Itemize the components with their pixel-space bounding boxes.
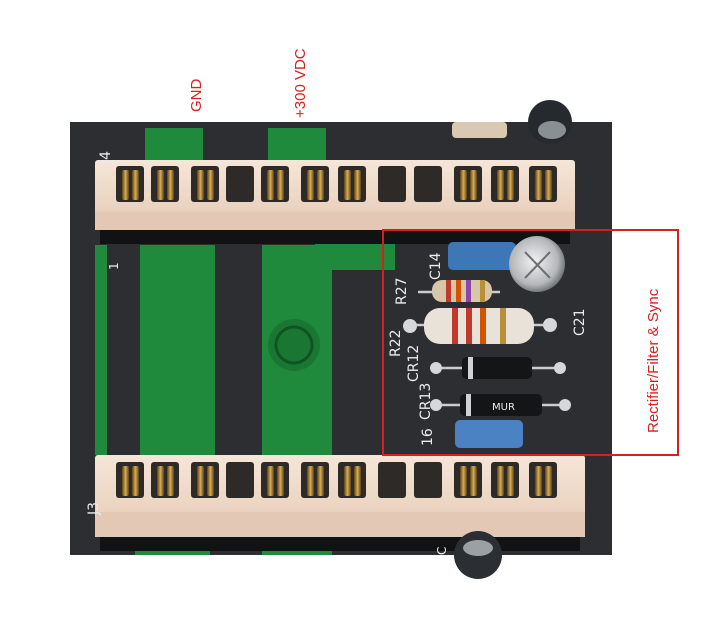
- j3-slot: [226, 462, 254, 498]
- j4-slot: [226, 166, 254, 202]
- j4-pin: [307, 170, 314, 200]
- j4-pin: [344, 170, 351, 200]
- silk-r16: 16: [420, 428, 436, 446]
- j3-pin: [277, 466, 284, 496]
- j4-pin: [167, 170, 174, 200]
- j4-slot: [414, 166, 442, 202]
- j4-slot: [191, 166, 219, 202]
- silk-cr12: CR12: [406, 345, 422, 382]
- j3-pin: [267, 466, 274, 496]
- capacitor-c14: [448, 242, 516, 270]
- j3-pin: [470, 466, 477, 496]
- j4-pin: [507, 170, 514, 200]
- j4-slot: [529, 166, 557, 202]
- j3-pin: [344, 466, 351, 496]
- silk-r27: R27: [394, 277, 410, 305]
- j3-slot: [378, 462, 406, 498]
- diode-cr13: [460, 394, 542, 416]
- section-highlight-box: [382, 229, 679, 456]
- diode-marking: MUR: [492, 402, 515, 413]
- j4-pin: [207, 170, 214, 200]
- j3-pin: [317, 466, 324, 496]
- silk-c21: C21: [572, 308, 588, 336]
- j4-pin: [460, 170, 467, 200]
- j3-pin: [497, 466, 504, 496]
- connector-j4-pins: [116, 166, 557, 202]
- j3-slot: [301, 462, 329, 498]
- j4-pin: [497, 170, 504, 200]
- capacitor-blue-bottom: [455, 420, 523, 448]
- j3-slot: [491, 462, 519, 498]
- j4-slot: [454, 166, 482, 202]
- j4-pin: [470, 170, 477, 200]
- j4-slot: [491, 166, 519, 202]
- j4-pin: [317, 170, 324, 200]
- j3-slot: [414, 462, 442, 498]
- j3-pin: [545, 466, 552, 496]
- j3-slot: [529, 462, 557, 498]
- j3-pin: [122, 466, 129, 496]
- silk-c14: C14: [428, 252, 444, 280]
- j4-slot: [378, 166, 406, 202]
- j3-pin: [207, 466, 214, 496]
- j3-pin: [507, 466, 514, 496]
- j4-slot: [261, 166, 289, 202]
- j4-pin: [157, 170, 164, 200]
- j4-pin: [535, 170, 542, 200]
- j4-slot: [151, 166, 179, 202]
- j3-pin: [197, 466, 204, 496]
- j3-pin: [354, 466, 361, 496]
- j3-pin: [460, 466, 467, 496]
- j4-pin: [277, 170, 284, 200]
- gnd-label: GND: [188, 78, 205, 112]
- j4-slot: [116, 166, 144, 202]
- j4-pin: [197, 170, 204, 200]
- silk-r22: R22: [388, 329, 404, 357]
- j3-slot: [261, 462, 289, 498]
- j4-slot: [301, 166, 329, 202]
- vdc-label: +300 VDC: [292, 48, 309, 118]
- j3-slot: [338, 462, 366, 498]
- j3-pin: [535, 466, 542, 496]
- j3-slot: [454, 462, 482, 498]
- silk-cap-bottom: C: [435, 547, 449, 555]
- connector-j3-pins: [116, 462, 557, 498]
- silk-j3: J3: [86, 502, 102, 516]
- j3-slot: [191, 462, 219, 498]
- silk-j4: J4: [98, 151, 114, 165]
- j3-pin: [132, 466, 139, 496]
- j4-slot: [338, 166, 366, 202]
- j3-slot: [116, 462, 144, 498]
- j3-pin: [157, 466, 164, 496]
- j4-pin: [132, 170, 139, 200]
- j4-pin: [354, 170, 361, 200]
- j3-slot: [151, 462, 179, 498]
- section-label: Rectifier/Filter & Sync: [645, 288, 662, 433]
- diode-cr12: [462, 357, 532, 379]
- j4-pin: [122, 170, 129, 200]
- silk-cr13: CR13: [418, 383, 434, 420]
- resistor-r22: [424, 308, 534, 344]
- j4-pin: [267, 170, 274, 200]
- j4-pin: [545, 170, 552, 200]
- silk-pin1-marker: 1: [107, 262, 121, 270]
- j3-pin: [167, 466, 174, 496]
- j3-pin: [307, 466, 314, 496]
